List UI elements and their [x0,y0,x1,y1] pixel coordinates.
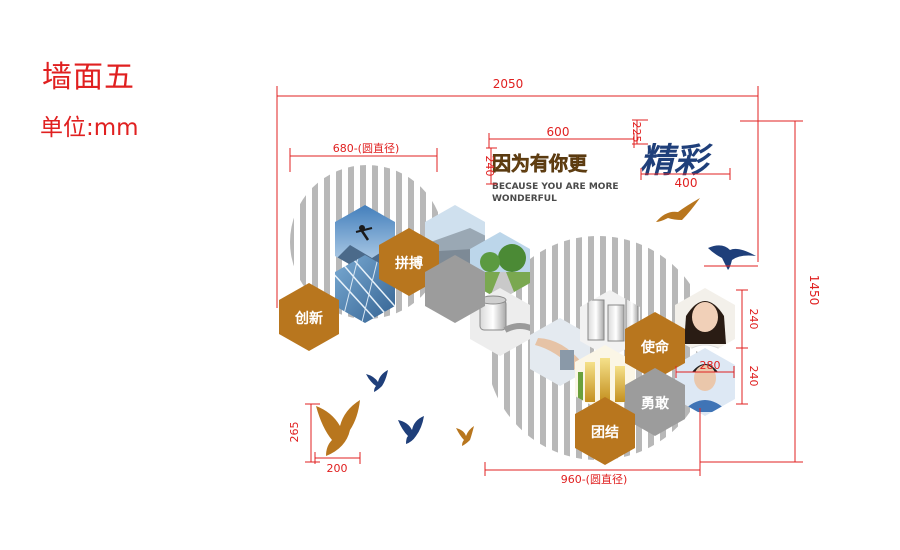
hex-label-shiming: 使命 [640,339,670,356]
dim-right-circle: 960-(圆直径) [561,472,628,486]
headline-en-line1: BECAUSE YOU ARE MORE [492,182,619,192]
dim-photo-height-2: 240 [747,366,760,387]
bird-blue-mid [398,416,424,444]
hex-label-yonggan: 勇敢 [641,395,670,412]
dim-photo-height-1: 240 [747,309,760,330]
dim-hex-width: 280 [700,359,721,372]
headline-cn-art: 精彩 [640,141,713,181]
hex-pinbo: 拼搏 [379,228,439,296]
dim-headline-width: 600 [547,125,570,139]
hex-shiming: 使命 [625,312,685,380]
dim-left-circle: 680-(圆直径) [333,141,400,155]
bird-orange-top [656,198,700,222]
hex-label-pinbo: 拼搏 [395,255,423,272]
dim-bird-height: 265 [288,422,301,443]
dim-headline-height: 240 [483,156,496,177]
bird-blue-top [708,245,756,270]
bird-blue-left [366,370,388,392]
unit-label: 单位:mm [40,115,139,141]
dim-logo-width: 400 [675,176,698,190]
dim-total-height: 1450 [807,275,821,306]
dim-logo-height: 225 [630,122,643,143]
headline-cn: 因为有你更 [492,152,588,175]
hex-gray-left [425,255,485,323]
dim-bird-width: 200 [327,462,348,475]
hex-chuangxin: 创新 [279,283,339,351]
bird-orange-large [316,400,360,456]
dim-total-width: 2050 [493,77,524,91]
wall-title: 墙面五 [42,60,135,95]
hex-label-tuanjie: 团结 [591,424,619,441]
headline: 因为有你更 精彩 BECAUSE YOU ARE MORE WONDERFUL [492,141,713,204]
hex-tuanjie: 团结 [575,397,635,465]
hex-yonggan: 勇敢 [625,368,685,436]
hex-label-chuangxin: 创新 [294,310,323,327]
headline-en-line2: WONDERFUL [492,194,557,204]
bird-orange-small [456,426,474,446]
